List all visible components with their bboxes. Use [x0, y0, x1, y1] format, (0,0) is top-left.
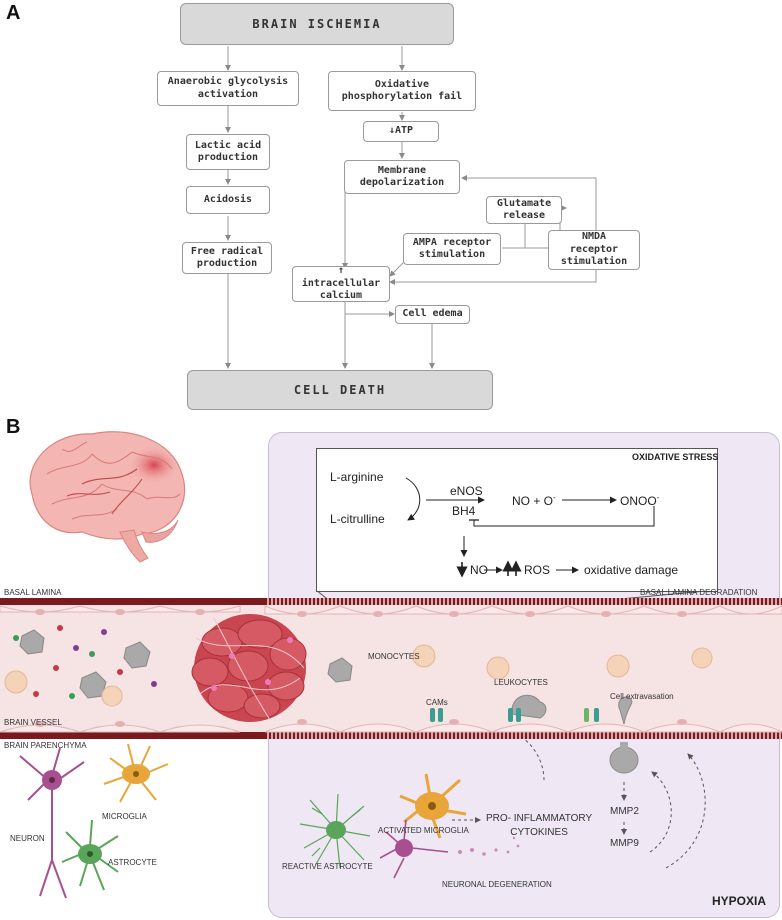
basal-lamina-bottom: [0, 732, 265, 739]
monocytes-label: MONOCYTES: [368, 652, 420, 661]
neuron-label: NEURON: [10, 834, 45, 843]
lactic-acid-box: Lactic acid production: [186, 134, 270, 170]
basal-lamina-degradation-label: BASAL LAMINA DEGRADATION: [640, 588, 758, 597]
l-citrulline-label: L-citrulline: [330, 512, 385, 526]
leukocytes-label: LEUKOCYTES: [494, 678, 548, 687]
brain-ischemia-box: BRAIN ISCHEMIA: [180, 3, 454, 45]
astrocyte-label: ASTROCYTE: [108, 858, 157, 867]
glutamate-release-box: Glutamate release: [486, 196, 562, 224]
no-plus-o-label: NO + O-: [512, 493, 556, 508]
basal-lamina-degraded-top: [265, 598, 782, 605]
brain-parenchyma-label: BRAIN PARENCHYMA: [4, 741, 87, 750]
nmda-receptor-box: NMDA receptor stimulation: [548, 230, 640, 270]
basal-lamina-top: [0, 598, 265, 605]
brain-vessel-lumen: [0, 604, 782, 734]
basal-lamina-label: BASAL LAMINA: [4, 588, 62, 597]
anaerobic-glycolysis-box: Anaerobic glycolysis activation: [157, 71, 299, 106]
brain-vessel-label: BRAIN VESSEL: [4, 718, 62, 727]
acidosis-box: Acidosis: [186, 186, 270, 214]
l-arginine-label: L-arginine: [330, 470, 384, 484]
blood-clot: [191, 614, 307, 722]
neuronal-degeneration-label: NEURONAL DEGENERATION: [442, 880, 552, 889]
panel-a-label: A: [6, 2, 21, 24]
reactive-astrocyte-label: REACTIVE ASTROCYTE: [282, 862, 373, 871]
membrane-depolarization-box: Membrane depolarization: [344, 160, 460, 194]
enos-label: eNOS: [450, 484, 483, 498]
hypoxia-label: HYPOXIA: [712, 894, 767, 908]
panel-b-label: B: [6, 416, 21, 438]
atp-box: ↓ATP: [363, 121, 439, 142]
activated-microglia-label: ACTIVATED MICROGLIA: [378, 826, 469, 835]
oxidative-stress-title: OXIDATIVE STRESS: [632, 452, 719, 462]
oxidative-damage-label: oxidative damage: [584, 563, 679, 577]
cell-extravasation-label: Cell extravasation: [610, 692, 674, 701]
mmp2-label: MMP2: [610, 806, 639, 817]
cams-label: CAMs: [426, 698, 448, 707]
parenchyma-cells: [19, 740, 706, 899]
brain-illustration: [29, 431, 186, 563]
ros-label: ROS: [524, 563, 551, 577]
free-radical-box: Free radical production: [182, 242, 272, 274]
cell-edema-box: Cell edema: [395, 305, 470, 324]
basal-lamina-degraded-bottom: [265, 732, 782, 739]
pro-inflammatory-label: PRO- INFLAMMATORY CYTOKINES: [486, 813, 593, 838]
oxidative-phosphorylation-box: Oxidative phosphorylation fail: [328, 71, 476, 111]
onoo-label: ONOO-: [620, 493, 660, 508]
bh4-label: BH4: [452, 504, 476, 518]
oxidative-stress-arrows: [405, 477, 655, 578]
ampa-receptor-box: AMPA receptor stimulation: [403, 233, 501, 265]
intracellular-calcium-box: ↑ intracellular calcium: [292, 265, 390, 302]
microglia-label: MICROGLIA: [102, 812, 147, 821]
mmp9-label: MMP9: [610, 838, 639, 849]
cell-death-box: CELL DEATH: [187, 370, 493, 410]
no-label: NO: [470, 563, 488, 577]
vessel-contents: [0, 605, 782, 733]
